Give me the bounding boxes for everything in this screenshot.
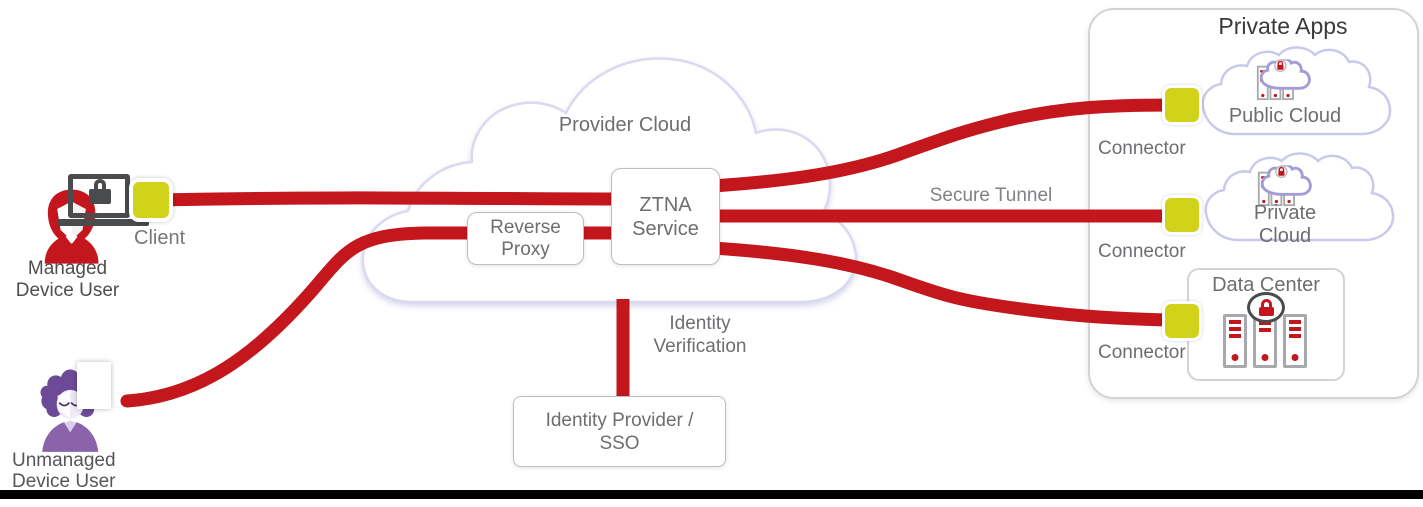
provider-cloud-title: Provider Cloud	[558, 114, 692, 136]
client-connector-square	[129, 178, 173, 222]
connector-square-public-cloud	[1162, 85, 1202, 125]
identity-verification-label: Identity Verification	[653, 313, 747, 357]
managed-user-label: Managed Device User	[15, 258, 120, 301]
public-cloud-label: Public Cloud	[1228, 105, 1342, 127]
data-center-lock-icon	[1247, 292, 1285, 323]
data-center-label: Data Center	[1212, 274, 1320, 296]
bottom-bar	[0, 490, 1423, 499]
connector-square-data-center	[1162, 301, 1202, 341]
client-label: Client	[134, 227, 186, 249]
laptop-base	[57, 219, 149, 226]
provider-cloud-shape	[361, 57, 858, 304]
unmanaged-device-icon	[77, 362, 111, 409]
private-apps-title: Private Apps	[1218, 13, 1348, 39]
connector-label-2: Connector	[1098, 241, 1186, 262]
public-cloud-server-icon	[1256, 59, 1312, 105]
server-rack-icon	[1223, 314, 1247, 368]
connector-square-private-cloud	[1162, 195, 1202, 235]
secure-tunnel-label: Secure Tunnel	[929, 185, 1053, 206]
connector-label-3: Connector	[1098, 342, 1186, 363]
reverse-proxy-box: Reverse Proxy	[467, 212, 584, 265]
unmanaged-user-label: Unmanaged Device User	[12, 450, 116, 492]
connector-label-1: Connector	[1098, 138, 1186, 159]
ztna-service-box: ZTNA Service	[611, 168, 720, 265]
identity-provider-box: Identity Provider / SSO	[513, 396, 726, 467]
private-cloud-label: Private Cloud	[1253, 202, 1317, 247]
server-rack-icon	[1283, 314, 1307, 368]
screen-lock-icon	[89, 179, 111, 204]
client-to-ztna-line	[157, 191, 617, 207]
